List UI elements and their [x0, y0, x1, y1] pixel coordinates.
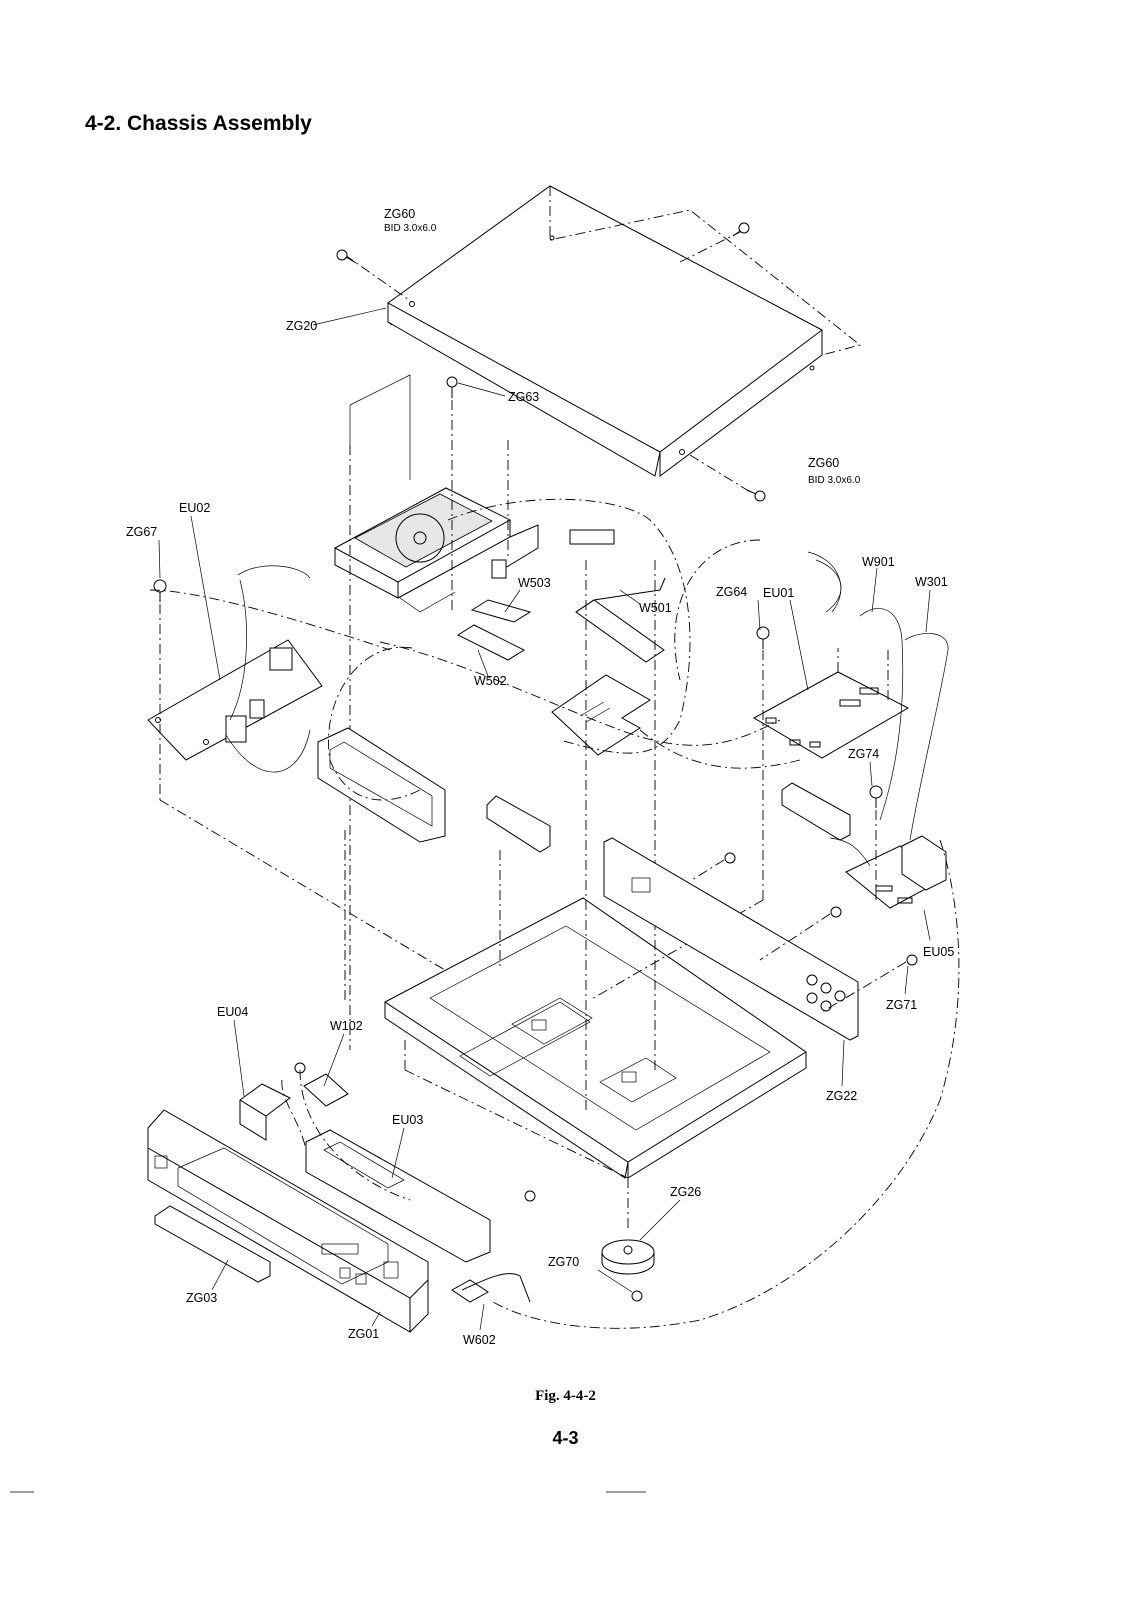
callout-w901: W901	[862, 555, 895, 569]
dvd-loader-mechanism	[333, 374, 539, 613]
callout-zg60-top-spec: BID 3.0x6.0	[384, 223, 437, 234]
callout-zg67: ZG67	[126, 525, 157, 539]
pcb-eu02	[147, 639, 323, 761]
callout-w502: W502	[474, 674, 507, 688]
callout-zg70: ZG70	[548, 1255, 579, 1269]
page-number: 4-3	[552, 1428, 579, 1448]
callout-zg20: ZG20	[286, 319, 317, 333]
leader-lines	[158, 307, 931, 1331]
callout-zg71: ZG71	[886, 998, 917, 1012]
callout-zg01: ZG01	[348, 1327, 379, 1341]
display-window-zg03	[154, 1205, 271, 1283]
callout-eu05: EU05	[923, 945, 954, 959]
callout-eu02: EU02	[179, 501, 210, 515]
figure-caption: Fig. 4-4-2	[535, 1388, 596, 1404]
callout-zg74: ZG74	[848, 747, 879, 761]
callout-w602: W602	[463, 1333, 496, 1347]
pcb-eu01	[752, 671, 910, 759]
top-cover-zg20	[387, 185, 823, 477]
callout-eu04: EU04	[217, 1005, 248, 1019]
callout-zg60-top: ZG60	[384, 207, 415, 221]
callout-zg63: ZG63	[508, 390, 539, 404]
pcb-eu04	[239, 1083, 291, 1117]
callout-eu03: EU03	[392, 1113, 423, 1127]
callout-zg60-right-spec: BID 3.0x6.0	[808, 475, 861, 486]
screw-icon	[153, 222, 918, 1302]
chassis-base-zg22	[384, 897, 807, 1179]
callout-zg26: ZG26	[670, 1185, 701, 1199]
callout-w501: W501	[639, 601, 672, 615]
callout-zg64: ZG64	[716, 585, 747, 599]
callout-w301: W301	[915, 575, 948, 589]
pcb-eu05	[845, 835, 947, 909]
foot-zg26	[601, 1239, 655, 1275]
section-title: 4-2. Chassis Assembly	[85, 112, 312, 135]
rear-panel	[603, 837, 859, 1041]
callout-w102: W102	[330, 1019, 363, 1033]
callout-zg22: ZG22	[826, 1089, 857, 1103]
callout-eu01: EU01	[763, 586, 794, 600]
callout-zg60-right: ZG60	[808, 456, 839, 470]
front-panel-zg01	[147, 1109, 429, 1333]
callout-w503: W503	[518, 576, 551, 590]
callout-zg03: ZG03	[186, 1291, 217, 1305]
